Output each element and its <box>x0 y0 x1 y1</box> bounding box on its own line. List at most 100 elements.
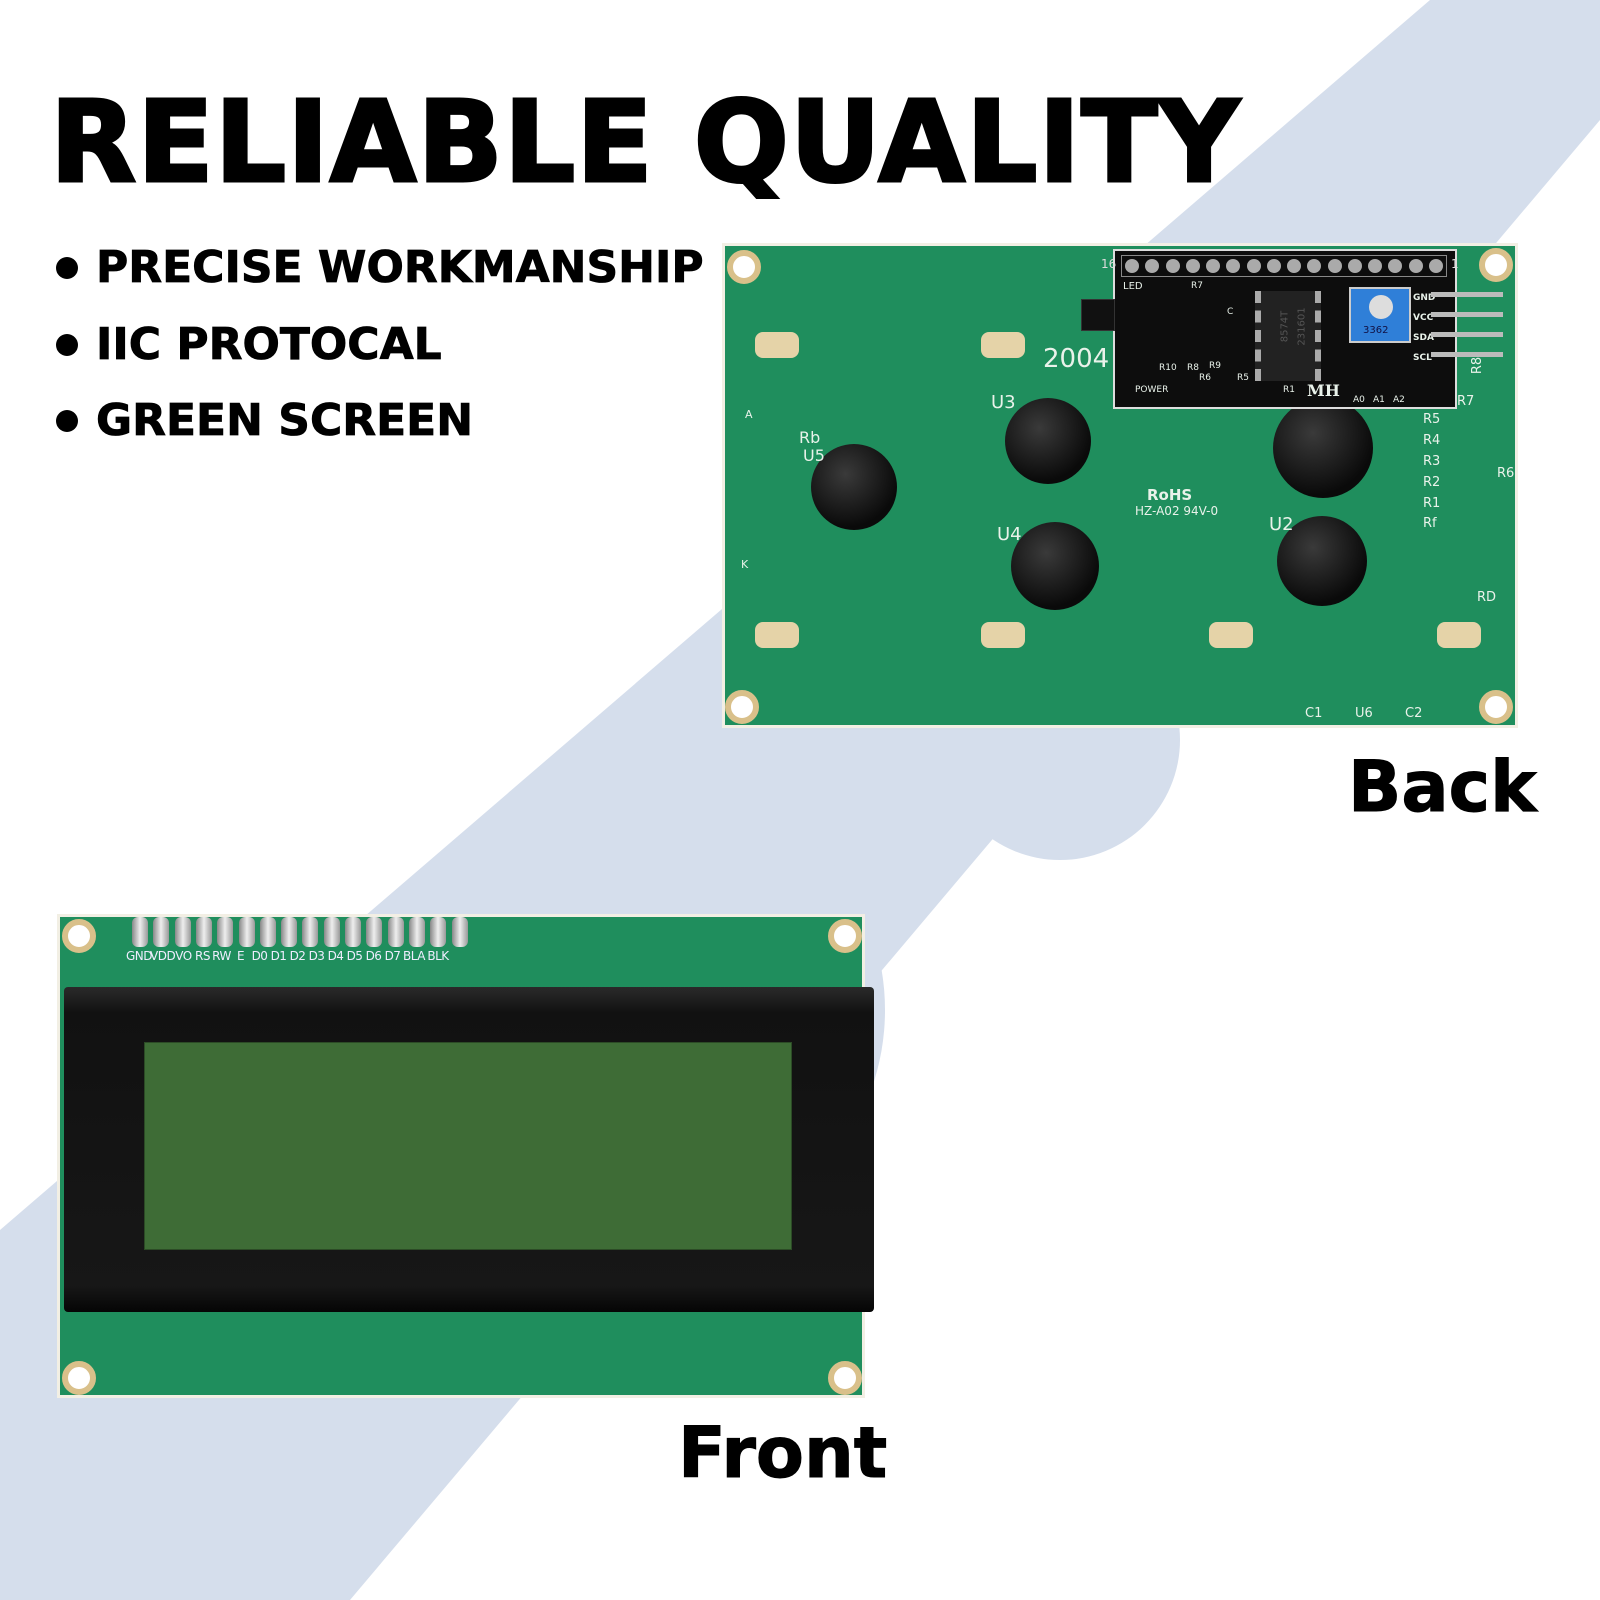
potentiometer[interactable]: 3362 <box>1349 287 1411 343</box>
bullet-icon <box>56 333 78 356</box>
header-pin <box>1431 352 1503 357</box>
feature-text: IIC PROTOCAL <box>96 319 442 371</box>
feature-item: IIC PROTOCAL <box>56 319 442 370</box>
pin-label: GND <box>126 949 153 963</box>
silk-label: POWER <box>1135 385 1169 395</box>
solder-pad <box>1209 622 1253 648</box>
i2c-pin-label: GND <box>1413 293 1436 303</box>
header-pin <box>281 917 298 947</box>
silk-label: Rf <box>1423 516 1437 531</box>
pot-label: 3362 <box>1363 325 1389 336</box>
silk-label: A1 <box>1373 395 1385 405</box>
silk-label: C <box>1227 307 1234 317</box>
mounting-hole <box>62 1361 96 1395</box>
silk-label: C1 <box>1305 706 1323 721</box>
led-jumper <box>1081 299 1115 331</box>
silk-label: R8 <box>1470 356 1486 375</box>
silk-label: R2 <box>1423 475 1441 490</box>
cob-chip <box>1273 398 1373 498</box>
silk-label: A <box>745 408 753 421</box>
silk-label: U6 <box>1355 706 1373 721</box>
silk-label: R5 <box>1423 412 1441 427</box>
pin-label: D4 <box>327 949 344 963</box>
header-pin <box>1431 332 1503 337</box>
pin-label: RS <box>195 949 210 963</box>
pin-row <box>132 917 472 947</box>
mounting-hole <box>1479 248 1513 282</box>
pin-label: D0 <box>251 949 268 963</box>
header-pin <box>132 917 148 947</box>
silk-label: R7 <box>1457 394 1475 409</box>
header-pin <box>259 917 276 947</box>
pin-label: BLA <box>403 949 425 963</box>
front-caption: Front <box>677 1412 888 1495</box>
i2c-pin-label: SDA <box>1413 333 1434 343</box>
feature-item: GREEN SCREEN <box>56 395 473 446</box>
pin-number: 16 <box>1101 257 1117 271</box>
header-pin <box>408 917 425 947</box>
back-caption: Back <box>1348 746 1538 829</box>
rohs-mark: RoHS <box>1147 486 1193 504</box>
silk-label: U4 <box>997 524 1022 545</box>
lcd-bezel <box>64 987 874 1312</box>
header-pin <box>1431 312 1503 317</box>
silk-label: R6 <box>1199 373 1211 383</box>
header-pin <box>217 917 234 947</box>
pin-number: 1 <box>1451 257 1459 271</box>
pin-label: D6 <box>365 949 382 963</box>
silk-label: RD <box>1477 590 1497 605</box>
header-pin <box>238 917 255 947</box>
silk-label: R3 <box>1423 454 1441 469</box>
pin-header-16 <box>1121 255 1447 277</box>
pot-knob-icon <box>1369 295 1393 319</box>
cert-mark: HZ-A02 94V-0 <box>1135 504 1219 518</box>
cob-chip <box>811 444 897 530</box>
chip-label: 8574T <box>1279 310 1291 343</box>
header-pin <box>1431 292 1503 297</box>
silk-label: A2 <box>1393 395 1405 405</box>
silk-label: K <box>741 558 749 571</box>
pcf8574-chip: 8574T 231601 <box>1255 291 1321 381</box>
header-pin <box>387 917 404 947</box>
silk-label: U5 <box>803 446 825 465</box>
silk-label: R10 <box>1159 363 1177 373</box>
silk-label: A0 <box>1353 395 1365 405</box>
mounting-hole <box>725 690 759 724</box>
silk-label: C2 <box>1405 706 1423 721</box>
header-pin <box>430 917 447 947</box>
solder-pad <box>1437 622 1481 648</box>
header-pin <box>174 917 191 947</box>
silk-label: R1 <box>1283 385 1295 395</box>
back-board-image: 2004 U3 U4 U2 U5 Rb A K R5 R4 R3 R2 R1 R… <box>722 243 1518 728</box>
pin-label: D3 <box>308 949 325 963</box>
mounting-hole <box>727 250 761 284</box>
header-pin <box>323 917 340 947</box>
i2c-pin-label: SCL <box>1413 353 1432 363</box>
silk-label: Rb <box>799 428 821 447</box>
silk-label: R5 <box>1237 373 1249 383</box>
lcd-screen <box>144 1042 792 1250</box>
feature-text: PRECISE WORKMANSHIP <box>96 242 704 294</box>
silk-label: R4 <box>1423 433 1441 448</box>
pin-label: VO <box>175 949 192 963</box>
i2c-pin-label: VCC <box>1413 313 1434 323</box>
solder-pad <box>981 332 1025 358</box>
header-pin <box>345 917 361 947</box>
mounting-hole <box>828 1361 862 1395</box>
solder-pad <box>755 622 799 648</box>
pin-label: VDD <box>150 949 176 963</box>
pin-label: BLK <box>427 949 449 963</box>
header-pin <box>451 917 468 947</box>
model-label: 2004 <box>1043 344 1110 374</box>
mounting-hole <box>1479 690 1513 724</box>
feature-item: PRECISE WORKMANSHIP <box>56 242 704 293</box>
bullet-icon <box>56 256 78 279</box>
pin-label: D7 <box>384 949 401 963</box>
headline: RELIABLE QUALITY <box>49 77 1242 210</box>
pin-label: RW <box>212 949 231 963</box>
pin-label: E <box>236 949 245 963</box>
mounting-hole <box>62 919 96 953</box>
silk-label: R1 <box>1423 496 1441 511</box>
